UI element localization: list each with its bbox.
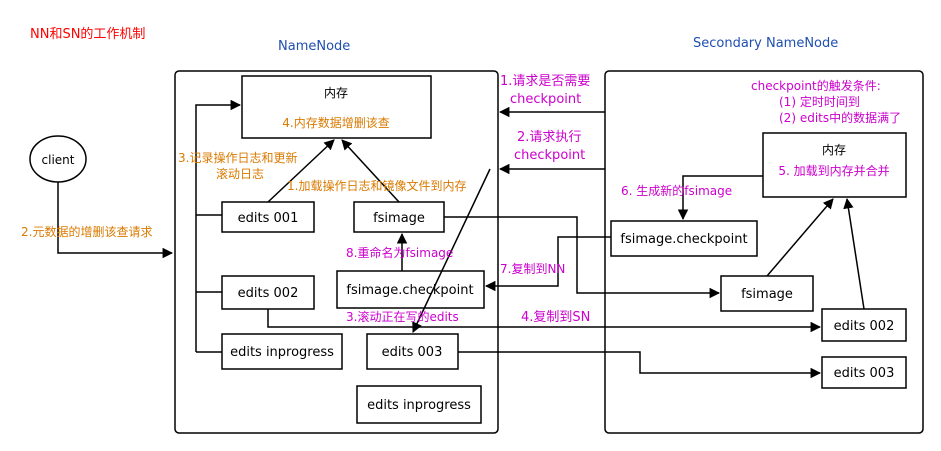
nn-edits-001-label: edits 001 xyxy=(238,211,299,226)
step-roll-edits: 3.滚动正在写的edits xyxy=(346,309,459,324)
step-log-line-1: 3.记录操作日志和更新 xyxy=(178,150,297,165)
roll-edits-arrow xyxy=(412,168,491,333)
step-copy-to-nn: 7.复制到NN xyxy=(500,262,565,276)
nn-edits-inprogress-new-box xyxy=(356,385,482,424)
step-generate-fsimage: 6. 生成新的fsimage xyxy=(621,183,732,198)
step-request-checkpoint-2: checkpoint xyxy=(510,92,581,107)
step-rename: 8.重命名为fsimage xyxy=(346,245,453,260)
sn-fsimage-label: fsimage xyxy=(741,287,793,302)
copy-edits-002-arrow xyxy=(267,309,822,333)
namenode-heading: NameNode xyxy=(278,39,350,54)
client-request-arrow xyxy=(57,182,174,259)
secondary-container xyxy=(604,70,924,434)
sn-fsimage-box xyxy=(720,275,814,312)
namenode-container xyxy=(174,70,499,434)
sn-edits-002-box xyxy=(821,308,907,342)
nn-edits-inprogress-new-label: edits inprogress xyxy=(367,398,471,413)
step-log-line-2: 滚动日志 xyxy=(216,166,264,181)
sn-edits-003-box xyxy=(821,356,907,389)
step-copy-to-sn: 4.复制到SN xyxy=(521,310,590,325)
sn-edits-003-label: edits 003 xyxy=(834,366,895,381)
trigger-condition-2: (2) edits中的数据满了 xyxy=(779,110,901,125)
nn-memory-note: 4.内存数据增删该查 xyxy=(282,115,389,130)
step-load-to-memory: 1.加载操作日志和镜像文件到内存 xyxy=(287,178,466,193)
nn-edits-inprogress-label: edits inprogress xyxy=(230,345,334,360)
trigger-title: checkpoint的触发条件: xyxy=(751,78,881,93)
copy-fsimage-arrow xyxy=(444,216,721,299)
load-edits-arrow xyxy=(267,139,335,203)
nn-edits-003-box xyxy=(366,333,459,370)
diagram-title: NN和SN的工作机制 xyxy=(30,26,145,42)
step-request-checkpoint-1: 1.请求是否需要 xyxy=(500,74,590,89)
load-fsimage-arrow xyxy=(341,139,400,203)
step-client-request: 2.元数据的增删该查请求 xyxy=(21,224,152,239)
nn-fsimage-label: fsimage xyxy=(373,211,425,226)
step-execute-checkpoint-2: checkpoint xyxy=(514,148,585,163)
nn-memory-title: 内存 xyxy=(324,86,348,100)
load-sn-edits-arrow xyxy=(843,197,865,310)
nn-edits-002-label: edits 002 xyxy=(238,286,299,301)
load-sn-fsimage-arrow xyxy=(766,198,834,277)
connectors xyxy=(57,99,865,379)
nn-fsimage-checkpoint-label: fsimage.checkpoint xyxy=(346,283,473,298)
sn-memory-note: 5. 加载到内存并合并 xyxy=(778,163,889,178)
log-bracket-arrow xyxy=(195,99,242,352)
sn-memory-box xyxy=(762,132,907,198)
step-execute-checkpoint-1: 2.请求执行 xyxy=(517,130,581,145)
nn-edits-003-label: edits 003 xyxy=(382,345,443,360)
sn-fsimage-checkpoint-label: fsimage.checkpoint xyxy=(620,232,747,247)
nn-fsimage-checkpoint-box xyxy=(336,270,485,309)
client-label: client xyxy=(42,153,75,167)
trigger-condition-1: (1) 定时时间到 xyxy=(779,94,860,109)
copy-to-nn-arrow xyxy=(484,236,611,292)
sn-fsimage-checkpoint-box xyxy=(610,220,758,257)
sn-memory-title: 内存 xyxy=(822,143,846,157)
copy-edits-003-arrow xyxy=(458,351,822,379)
generate-fsimage-arrow xyxy=(677,175,763,221)
sn-edits-002-label: edits 002 xyxy=(834,319,895,334)
nn-memory-box xyxy=(241,75,432,139)
secondary-heading: Secondary NameNode xyxy=(693,36,838,51)
